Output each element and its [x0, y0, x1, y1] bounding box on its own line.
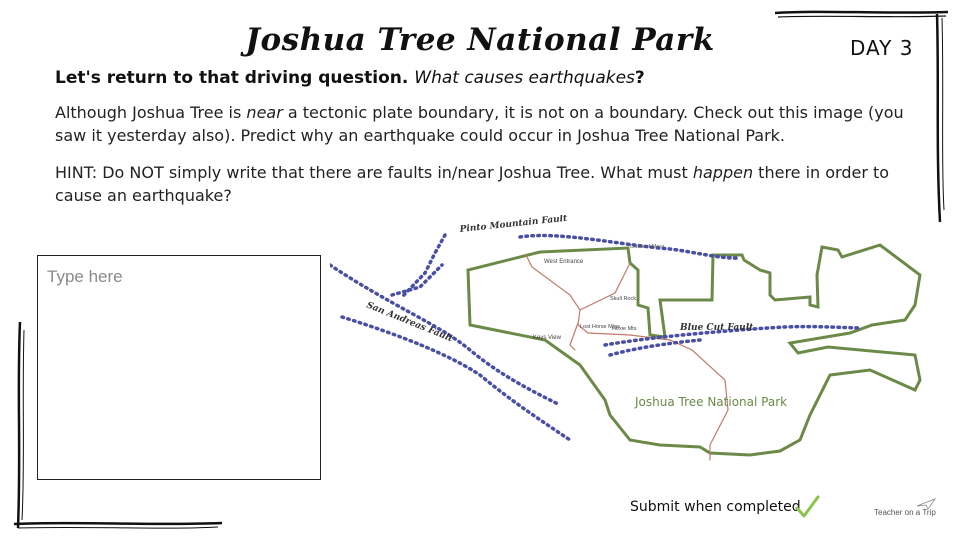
label-park-name: Joshua Tree National Park — [634, 395, 787, 409]
san-andreas-fault-a — [330, 263, 562, 407]
label-oasis: Oasis of Mara — [630, 244, 665, 250]
san-andreas-fault-b — [340, 315, 572, 442]
driving-question: Let's return to that driving question. W… — [55, 68, 645, 88]
instruction-paragraph: Although Joshua Tree is near a tectonic … — [55, 101, 905, 147]
p1-text-b: a tectonic plate boundary, it is not on … — [55, 103, 904, 145]
p2-text-b: there in order to cause an earthquake? — [55, 163, 890, 205]
label-san-andreas: San Andreas Fault — [365, 301, 455, 345]
brand-logo: Teacher on a Trip — [874, 498, 940, 522]
p1-text-a: Although Joshua Tree is — [55, 103, 247, 122]
fault-map: Pinto Mountain Fault Oasis of Mara West … — [330, 215, 922, 461]
park-road — [525, 254, 729, 461]
label-keys-view: Keys View — [533, 335, 562, 341]
label-pinto-fault: Pinto Mountain Fault — [458, 215, 568, 235]
page-title: Joshua Tree National Park — [245, 22, 715, 58]
p2-emphasis: happen — [692, 163, 754, 182]
paper-plane-icon — [916, 498, 936, 510]
day-label: DAY 3 — [850, 36, 914, 60]
hint-paragraph: HINT: Do NOT simply write that there are… — [55, 161, 905, 207]
keys-view-road — [569, 322, 579, 351]
label-hexie: Hexie Mts — [612, 326, 637, 332]
park-road-spur — [579, 262, 631, 311]
pinto-splay — [400, 233, 447, 299]
submit-text: Submit when completed — [630, 499, 801, 515]
blue-cut-fault-south — [608, 338, 702, 357]
answer-placeholder: Type here — [47, 267, 123, 286]
label-lost-horse: Lost Horse Mine — [580, 324, 620, 330]
blue-cut-fault — [603, 324, 862, 347]
park-boundary — [466, 243, 922, 457]
question-emphasis: What causes earthquakes — [414, 68, 635, 88]
answer-text-box[interactable]: Type here — [37, 255, 321, 480]
pinto-mountain-fault — [518, 233, 742, 260]
label-skull-rock: Skull Rock — [610, 296, 636, 302]
p2-text-a: HINT: Do NOT simply write that there are… — [55, 163, 693, 182]
question-end: ? — [634, 68, 645, 88]
checkmark-icon — [795, 495, 820, 518]
label-blue-cut: Blue Cut Fault — [679, 323, 754, 333]
label-west-entrance: West Entrance — [544, 259, 584, 265]
p1-emphasis: near — [246, 103, 283, 122]
san-andreas-splay — [390, 263, 444, 297]
question-lead: Let's return to that driving question. — [55, 68, 409, 88]
logo-text: Teacher on a Trip — [874, 508, 936, 517]
